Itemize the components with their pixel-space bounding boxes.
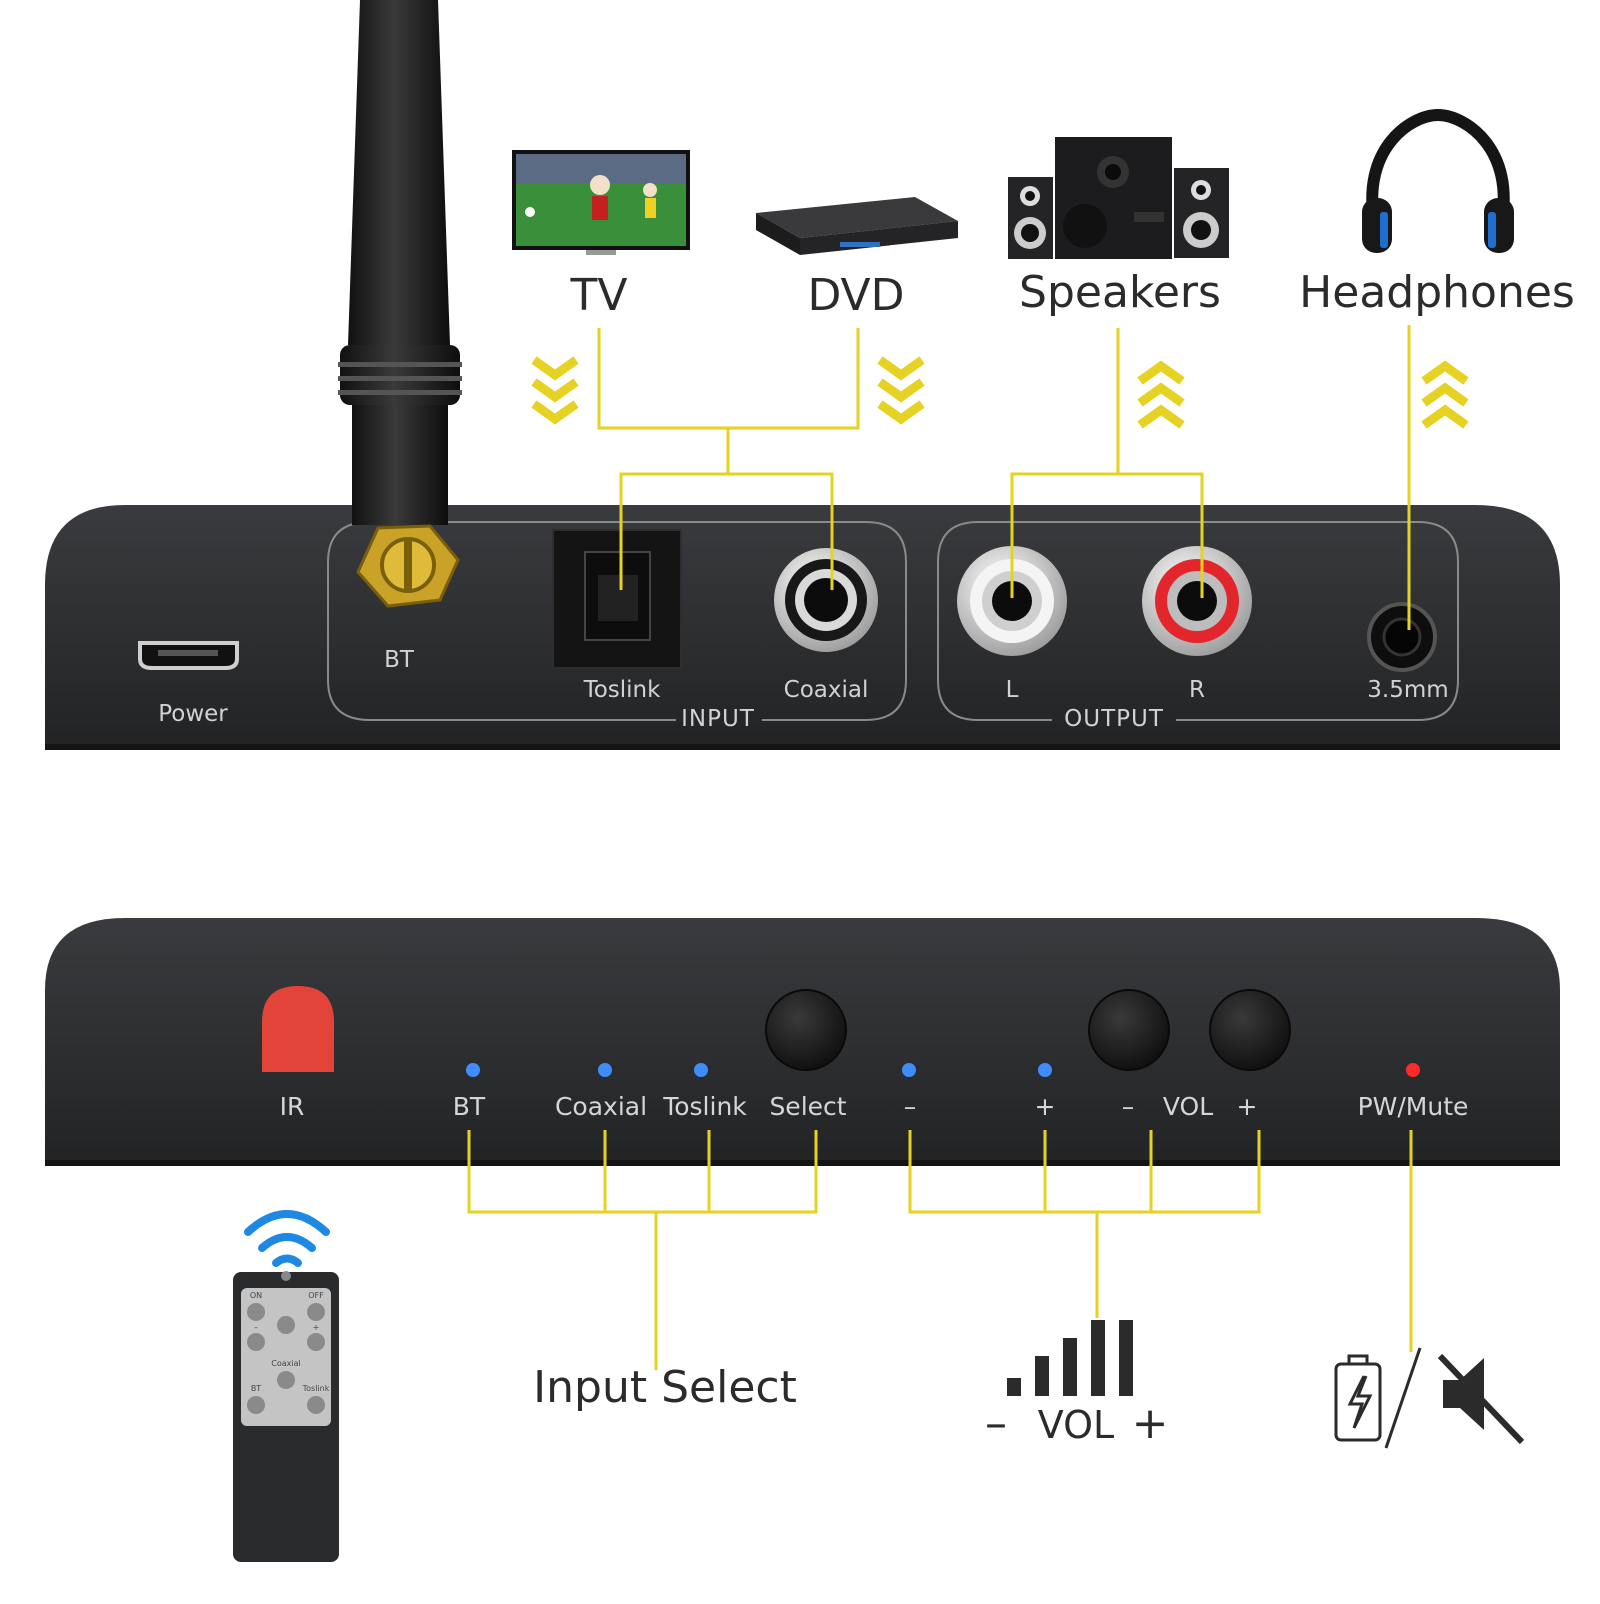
remote-toslink-label: Toslink: [302, 1384, 330, 1393]
input-select-lines: [467, 1130, 818, 1370]
remote-coaxial-label: Coaxial: [271, 1359, 300, 1368]
output-section-label: OUTPUT: [1064, 706, 1164, 732]
remote-toslink-button: [307, 1396, 325, 1414]
select-button[interactable]: [765, 989, 847, 1071]
remote-mute-button: [277, 1316, 295, 1334]
coaxial-port[interactable]: [774, 548, 878, 652]
remote-bt-button: [247, 1396, 265, 1414]
power-label: Power: [158, 701, 228, 727]
toslink-port[interactable]: [552, 529, 682, 669]
input-section-label: INPUT: [681, 706, 755, 732]
front-minus-label: –: [904, 1092, 917, 1121]
rca-left-port[interactable]: [957, 546, 1067, 656]
front-plus-label: +: [1035, 1092, 1056, 1121]
front-panel: IR BT Coaxial Toslink Select – + – VOL +…: [45, 918, 1560, 1166]
coaxial-led: [598, 1063, 612, 1077]
tv-icon: [512, 150, 690, 255]
mm35-label: 3.5mm: [1367, 677, 1448, 703]
coaxial-label: Coaxial: [784, 677, 869, 703]
remote-minus-button: [247, 1333, 265, 1351]
speakers-icon: [1008, 137, 1229, 259]
toslink-led: [694, 1063, 708, 1077]
front-select-label: Select: [769, 1092, 846, 1121]
remote-minus-label: –: [254, 1323, 258, 1332]
tv-label: TV: [570, 270, 628, 321]
remote-off-label: OFF: [308, 1291, 324, 1300]
vol-plus-button[interactable]: [1209, 989, 1291, 1071]
output-chevrons-headphones: [1421, 360, 1469, 429]
power-port[interactable]: [138, 641, 239, 670]
bt-label: BT: [384, 647, 415, 673]
bt-led: [466, 1063, 480, 1077]
headphones-label: Headphones: [1299, 267, 1575, 318]
input-chevrons-right: [877, 356, 925, 425]
dvd-player-icon: [756, 197, 958, 255]
vol-minus-button[interactable]: [1088, 989, 1170, 1071]
remote-coaxial-button: [277, 1371, 295, 1389]
front-coaxial-label: Coaxial: [555, 1092, 647, 1121]
remote-on-label: ON: [250, 1291, 262, 1300]
vol-bottom-label: VOL: [1038, 1403, 1114, 1447]
volume-bars-icon: [1007, 1320, 1133, 1396]
power-led: [1406, 1063, 1420, 1077]
input-select-label: Input Select: [533, 1362, 797, 1413]
front-vol-label: VOL: [1163, 1092, 1213, 1121]
ir-label: IR: [280, 1092, 305, 1121]
front-vol-minus-label: –: [1122, 1092, 1135, 1121]
output-chevrons-speakers: [1137, 360, 1185, 429]
front-vol-plus-label: +: [1237, 1092, 1258, 1121]
ir-window: [262, 986, 334, 1072]
headphone-jack[interactable]: [1367, 602, 1437, 672]
vol-minus-bottom-label: –: [985, 1398, 1007, 1449]
output-connector-lines: [1010, 325, 1411, 630]
right-label: R: [1189, 677, 1205, 703]
remote-on-button: [247, 1303, 265, 1321]
slash-divider: [1384, 1347, 1422, 1449]
front-bt-label: BT: [453, 1092, 486, 1121]
rear-panel: Power BT Toslink C: [45, 0, 1560, 750]
remote-off-button: [307, 1303, 325, 1321]
mute-icon: [1437, 1353, 1525, 1445]
input-chevrons-left: [531, 356, 579, 425]
battery-icon: [1334, 1354, 1382, 1442]
input-connector-lines: [597, 328, 860, 590]
bt-connector: [356, 524, 460, 608]
remote-bt-label: BT: [251, 1384, 261, 1393]
toslink-label: Toslink: [583, 677, 662, 703]
bt-antenna: [338, 0, 462, 525]
dvd-label: DVD: [807, 270, 904, 321]
speakers-label: Speakers: [1019, 267, 1221, 318]
vol-minus-led: [902, 1063, 916, 1077]
volume-lines: [908, 1130, 1261, 1318]
remote-control: ON OFF – + Coaxial BT Toslink: [233, 1271, 339, 1562]
input-section-frame: [327, 521, 907, 721]
vol-plus-bottom-label: +: [1132, 1398, 1169, 1449]
rca-right-port[interactable]: [1142, 546, 1252, 656]
headphones-icon: [1362, 108, 1514, 253]
remote-plus-button: [307, 1333, 325, 1351]
vol-plus-led: [1038, 1063, 1052, 1077]
output-section-frame: [937, 521, 1459, 721]
left-label: L: [1006, 677, 1019, 703]
pw-mute-label: PW/Mute: [1358, 1092, 1469, 1121]
remote-plus-label: +: [313, 1323, 320, 1332]
wifi-signal-icon: [244, 1210, 330, 1267]
front-toslink-label: Toslink: [662, 1092, 747, 1121]
